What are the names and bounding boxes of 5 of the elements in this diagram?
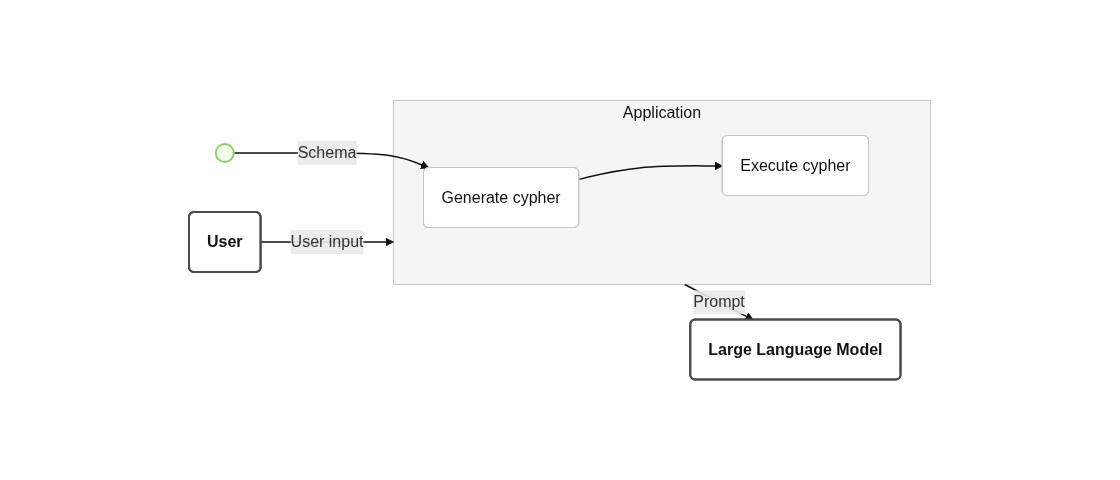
- edge-label: Prompt: [693, 293, 746, 311]
- node-circle: [215, 143, 235, 163]
- edge-label: Schema: [297, 144, 357, 161]
- edge-label: User input: [290, 233, 364, 250]
- arrow: [578, 161, 724, 181]
